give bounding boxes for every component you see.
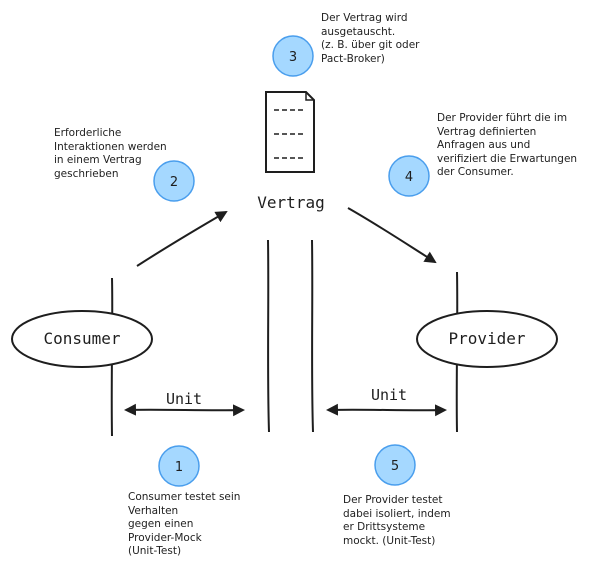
unit-label-left: Unit — [166, 390, 202, 408]
unit-label-right: Unit — [371, 386, 407, 404]
step-number-4: 4 — [405, 170, 413, 185]
arrow-consumer-to-contract — [136, 210, 228, 267]
step-2-description: Erforderliche Interaktionen werden in ei… — [54, 127, 167, 180]
step-badge-5: 5 — [374, 444, 416, 486]
unit-arrow-right — [326, 403, 447, 417]
separator-line-right — [311, 239, 314, 433]
contract-label: Vertrag — [257, 193, 324, 212]
step-badge-1: 1 — [158, 445, 200, 487]
step-4-description: Der Provider führt die im Vertrag defini… — [437, 112, 578, 179]
step-number-1: 1 — [175, 460, 183, 475]
consumer-node[interactable] — [11, 310, 153, 368]
step-badge-3: 3 — [272, 35, 314, 77]
step-badge-4: 4 — [388, 155, 430, 197]
step-1-description: Consumer testet sein Verhalten gegen ein… — [128, 491, 241, 558]
step-3-description: Der Vertrag wird ausgetauscht. (z. B. üb… — [321, 12, 420, 65]
separator-line-left — [267, 239, 270, 433]
step-number-3: 3 — [289, 50, 297, 65]
unit-arrow-left — [124, 403, 245, 417]
step-number-5: 5 — [391, 459, 399, 474]
step-badge-2: 2 — [153, 160, 195, 202]
arrow-contract-to-provider — [347, 207, 437, 264]
provider-label: Provider — [448, 329, 525, 348]
consumer-label: Consumer — [43, 329, 120, 348]
provider-node[interactable] — [416, 310, 558, 368]
step-5-description: Der Provider testet dabei isoliert, inde… — [343, 494, 451, 547]
document-icon — [265, 91, 315, 173]
step-number-2: 2 — [170, 175, 178, 190]
